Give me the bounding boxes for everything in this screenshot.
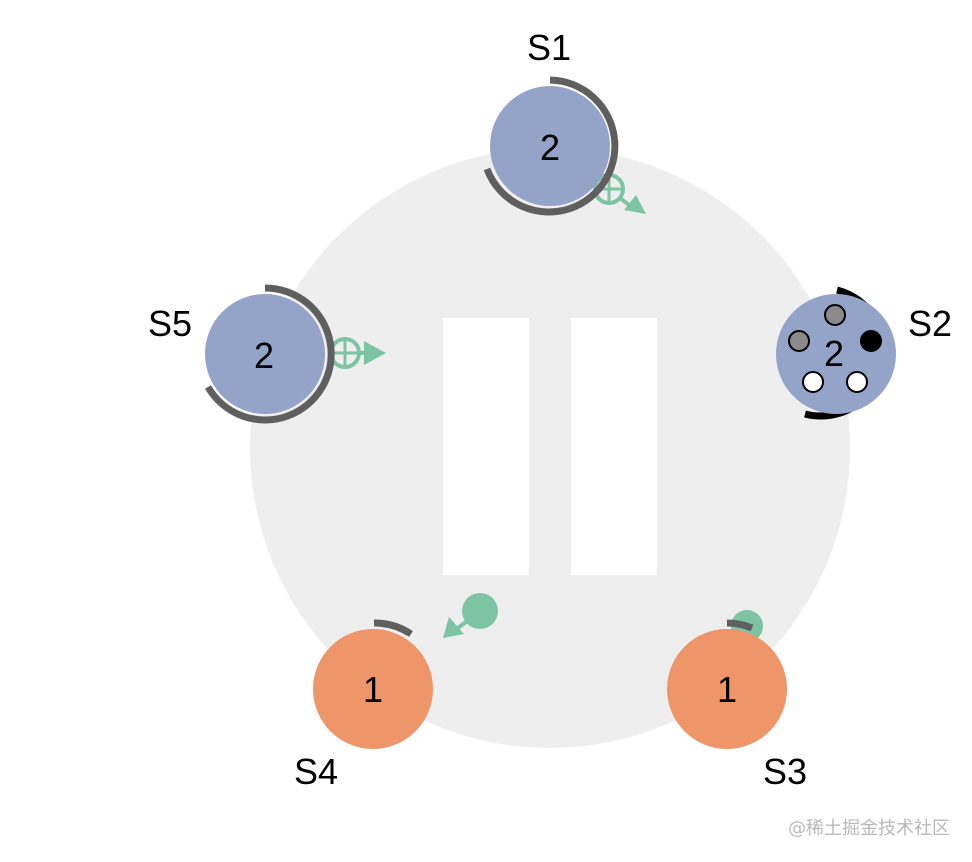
s4-node[interactable]	[313, 629, 433, 749]
server-s5[interactable]: 2 S5	[148, 284, 335, 424]
pause-bar-right[interactable]	[571, 318, 657, 575]
s2-peer-dot-s3	[846, 371, 868, 393]
s3-label: S3	[763, 751, 807, 792]
s2-label: S2	[908, 303, 952, 344]
s3-term: 1	[717, 669, 737, 710]
s5-term: 2	[254, 335, 274, 376]
s2-peer-dot-self	[860, 330, 882, 352]
s2-term: 2	[824, 333, 844, 374]
s1-timeout-arc	[483, 76, 619, 216]
cluster-ring	[250, 148, 850, 748]
s1-term: 2	[540, 127, 560, 168]
s1-label: S1	[527, 27, 571, 68]
watermark: @稀土掘金技术社区	[788, 818, 950, 839]
s5-label: S5	[148, 303, 192, 344]
s3-timeout-arc	[726, 619, 754, 632]
s2-peer-dot-s1	[824, 304, 846, 326]
message-to-s4	[443, 593, 498, 638]
s2-peer-dot-s5	[788, 330, 810, 352]
server-s2[interactable]: 2 S2	[776, 286, 952, 420]
s2-peer-dot-s4	[802, 371, 824, 393]
s3-node[interactable]	[667, 629, 787, 749]
s4-label: S4	[294, 751, 338, 792]
s4-term: 1	[363, 669, 383, 710]
s4-timeout-arc	[373, 619, 413, 637]
s5-timeout-arc	[204, 284, 335, 424]
server-s1[interactable]: 2 S1	[483, 27, 619, 216]
server-s4[interactable]: 1 S4	[294, 619, 433, 792]
s5-node[interactable]	[205, 294, 325, 414]
s1-node[interactable]	[490, 86, 610, 206]
message-s5-outgoing	[329, 337, 386, 369]
pause-bar-left[interactable]	[443, 318, 529, 575]
server-s3[interactable]: 1 S3	[667, 619, 807, 792]
